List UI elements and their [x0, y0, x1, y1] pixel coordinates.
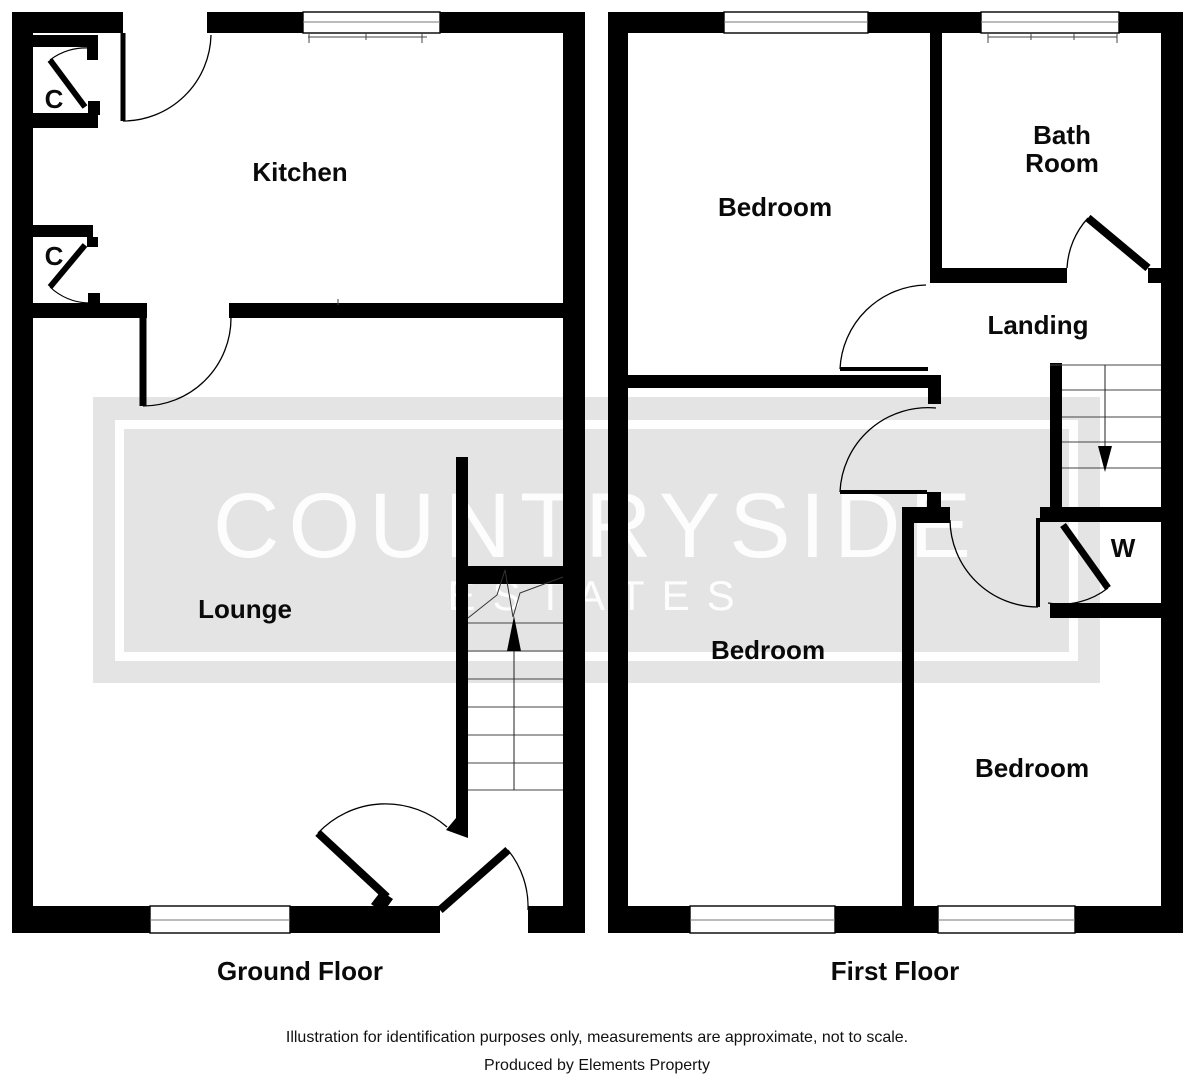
- first-floor-title: First Floor: [830, 955, 960, 986]
- ground-floor-window-lines: [150, 21, 440, 921]
- room-label-bedroom-middle: Bedroom: [710, 634, 826, 665]
- room-label-closet-mid: C: [44, 240, 64, 271]
- ground-floor-doors: [47, 33, 529, 913]
- ground-floor-stairs: [467, 569, 564, 791]
- first-floor-window-lines: [690, 21, 1119, 921]
- room-label-kitchen: Kitchen: [252, 156, 348, 187]
- ground-floor-windows: [149, 11, 441, 934]
- first-floor-walls: [608, 12, 1183, 933]
- ground-floor-title: Ground Floor: [216, 955, 384, 986]
- ground-floor-walls: [12, 12, 585, 933]
- watermark-brand-name: COUNTRYSIDE: [213, 475, 980, 577]
- stairs-down-arrow: [1098, 446, 1112, 472]
- producer-text: Produced by Elements Property: [484, 1057, 710, 1074]
- first-floor-doors: [839, 214, 1151, 608]
- room-label-wardrobe: W: [1110, 532, 1136, 563]
- bathroom-window-sill: [987, 33, 1118, 43]
- kitchen-window-sill: [308, 33, 427, 305]
- room-label-closet-top: C: [44, 83, 64, 114]
- room-label-bathroom: Bath Room: [1025, 119, 1099, 178]
- watermark: COUNTRYSIDE ESTATES: [93, 397, 1100, 683]
- first-floor-stairs: [1050, 364, 1161, 469]
- room-label-bedroom-front: Bedroom: [717, 191, 833, 222]
- disclaimer-text: Illustration for identification purposes…: [285, 1029, 909, 1046]
- room-label-lounge: Lounge: [198, 593, 292, 624]
- stairs-up-arrow: [507, 616, 521, 651]
- room-label-bedroom-back: Bedroom: [974, 752, 1090, 783]
- room-label-landing: Landing: [987, 309, 1089, 340]
